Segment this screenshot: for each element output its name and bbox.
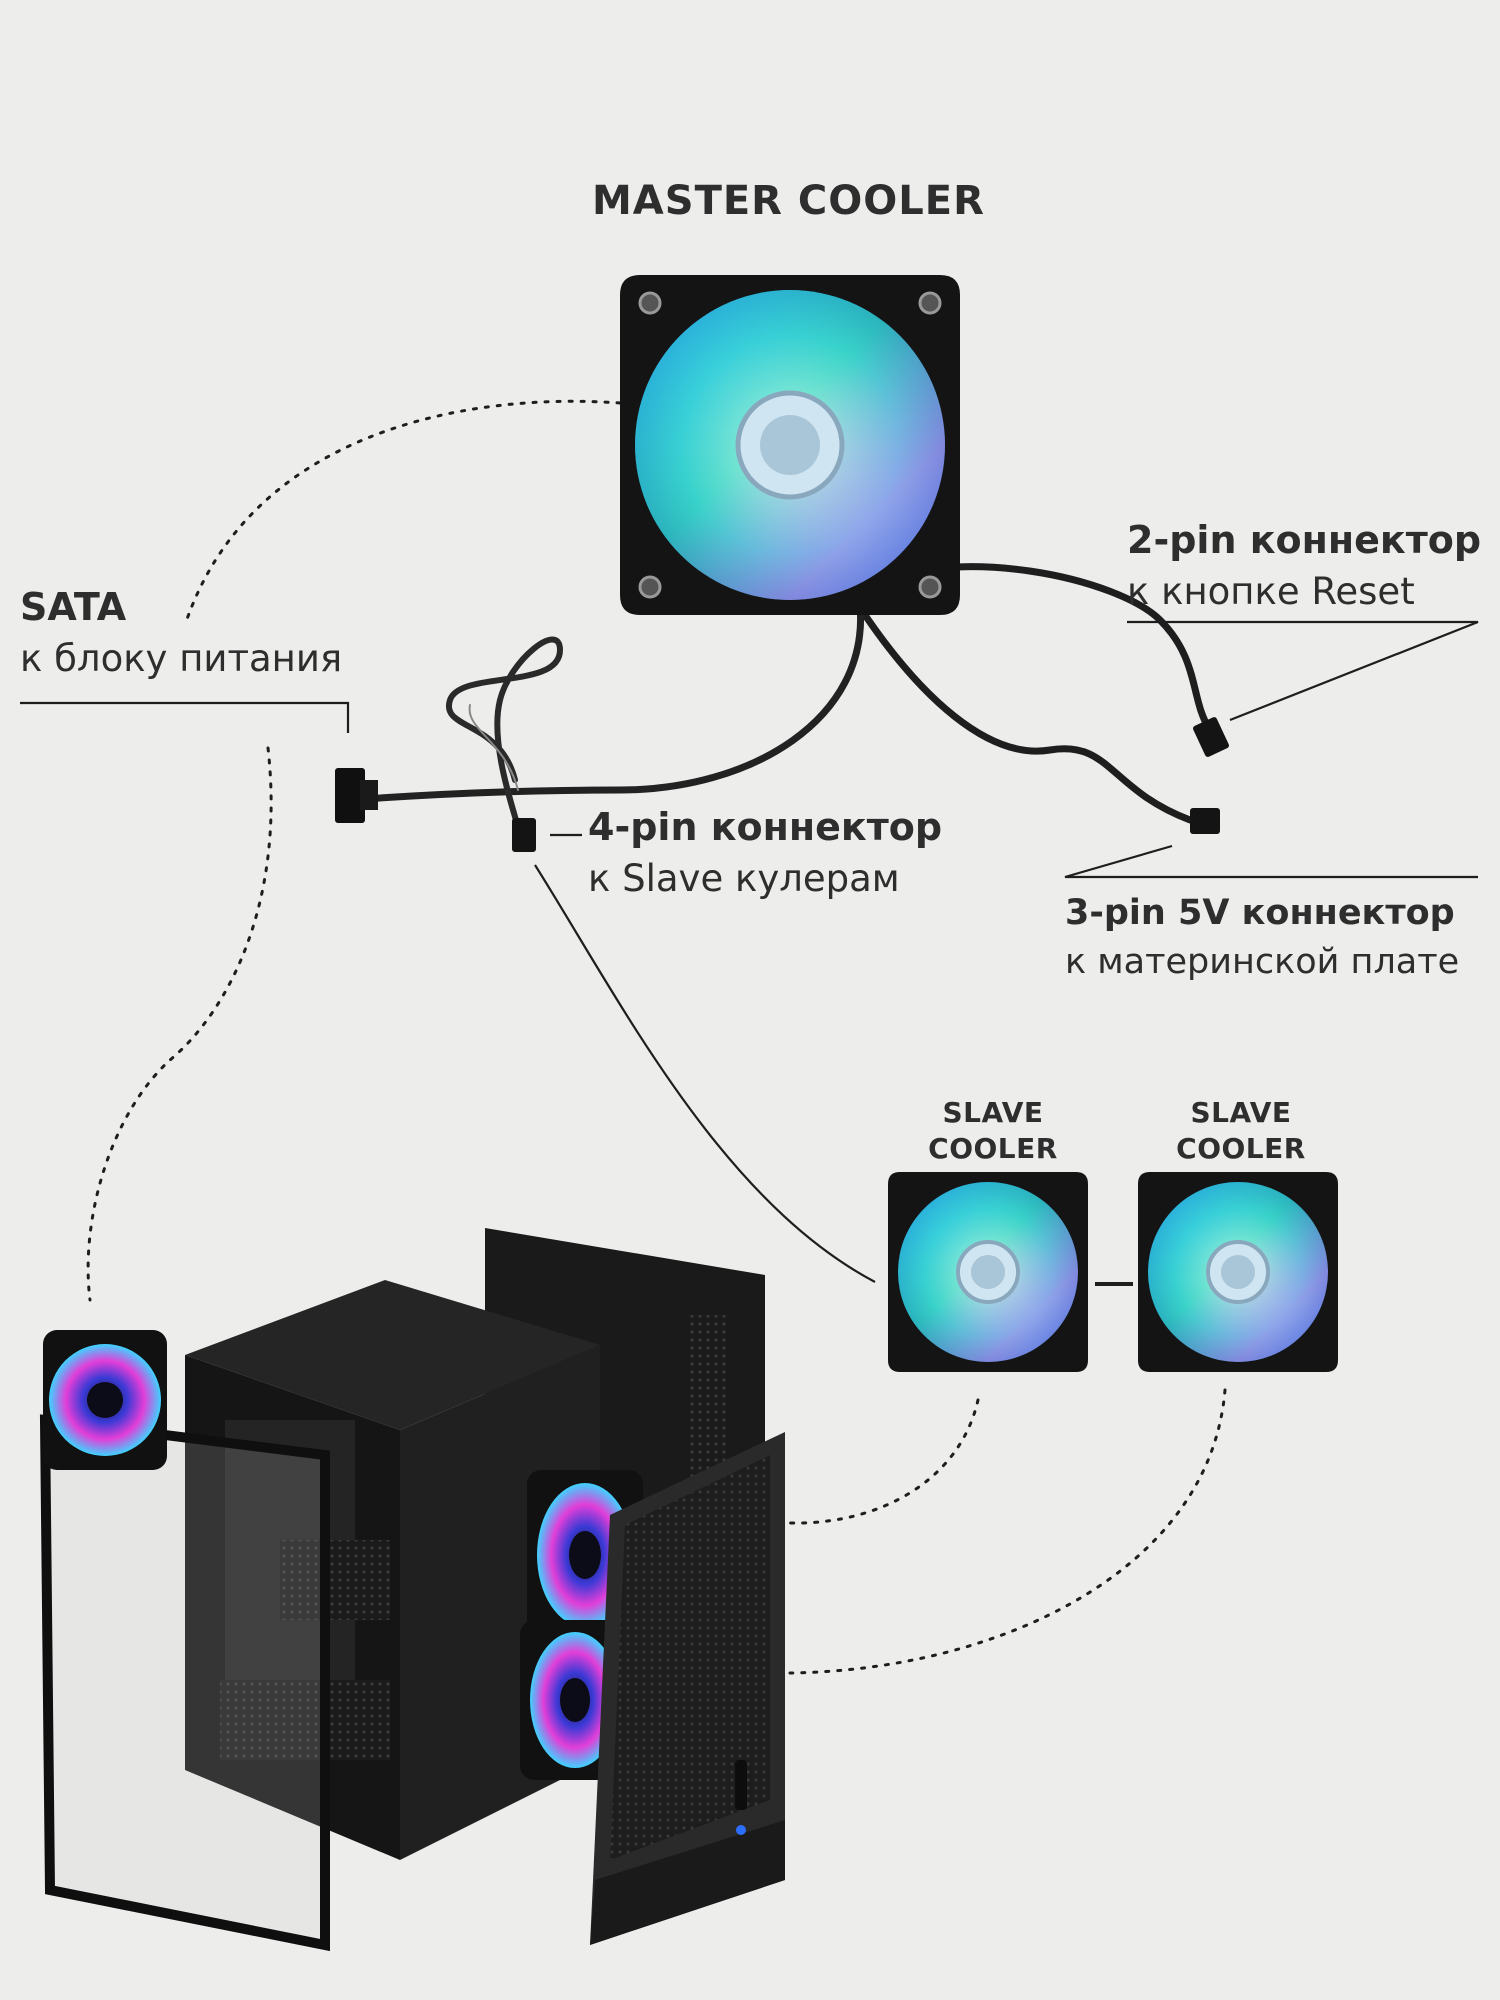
3pin-connector: [1190, 808, 1220, 834]
case-top: [185, 1280, 600, 1430]
dotted-link-slave2-to-case: [788, 1388, 1227, 1675]
slave-cooler-label-2-line2: COOLER: [1176, 1132, 1306, 1165]
link-4pin-to-slave: [534, 864, 876, 1283]
pin4-desc: к Slave кулерам: [588, 857, 900, 900]
pin3-desc: к материнской плате: [1065, 942, 1460, 982]
4pin-connector: [512, 818, 536, 852]
slave-cooler-label-1-line1: SLAVE: [942, 1096, 1044, 1129]
sata-connector: [335, 768, 365, 823]
case-io-buttons: [735, 1760, 747, 1810]
dotted-links: [86, 399, 1227, 1675]
pin4-title: 4-pin коннектор: [588, 805, 943, 849]
sata-desc: к блоку питания: [20, 637, 343, 680]
dotted-link-slave1-to-case: [788, 1398, 980, 1525]
slave-cooler-label-2-line1: SLAVE: [1190, 1096, 1292, 1129]
connectors: [335, 717, 1229, 852]
dotted-link-sata-to-case: [86, 746, 273, 1302]
pin2-desc: к кнопке Reset: [1127, 570, 1415, 613]
case-fan-top-left: [43, 1330, 167, 1470]
pc-case: [39, 1228, 785, 1952]
slave-cooler-label-1: SLAVE COOLER: [918, 1095, 1068, 1167]
leader-lines: [20, 620, 1479, 1286]
master-cooler-title: MASTER COOLER: [592, 178, 985, 224]
slave-cooler-label-2: SLAVE COOLER: [1166, 1095, 1316, 1167]
cable-to-sata: [346, 601, 865, 804]
master-fan: [620, 275, 960, 615]
slave-fan-1: [888, 1172, 1088, 1372]
case-glass-panel: [39, 1414, 330, 1952]
leader-sata: [20, 701, 350, 733]
slave-fan-2: [1138, 1172, 1338, 1372]
cable-to-3pin: [851, 596, 1194, 824]
cable-wire-highlight: [468, 704, 519, 791]
2pin-connector: [1193, 717, 1229, 757]
leader-3pin: [1064, 844, 1478, 879]
slave-cooler-label-1-line2: COOLER: [928, 1132, 1058, 1165]
leader-2pin: [1127, 620, 1479, 722]
pin2-title: 2-pin коннектор: [1127, 518, 1482, 562]
pin3-title: 3-pin 5V коннектор: [1065, 893, 1455, 933]
sata-title: SATA: [20, 585, 127, 629]
dotted-link-master-to-sata: [183, 399, 622, 627]
cable-to-4pin: [445, 636, 564, 843]
